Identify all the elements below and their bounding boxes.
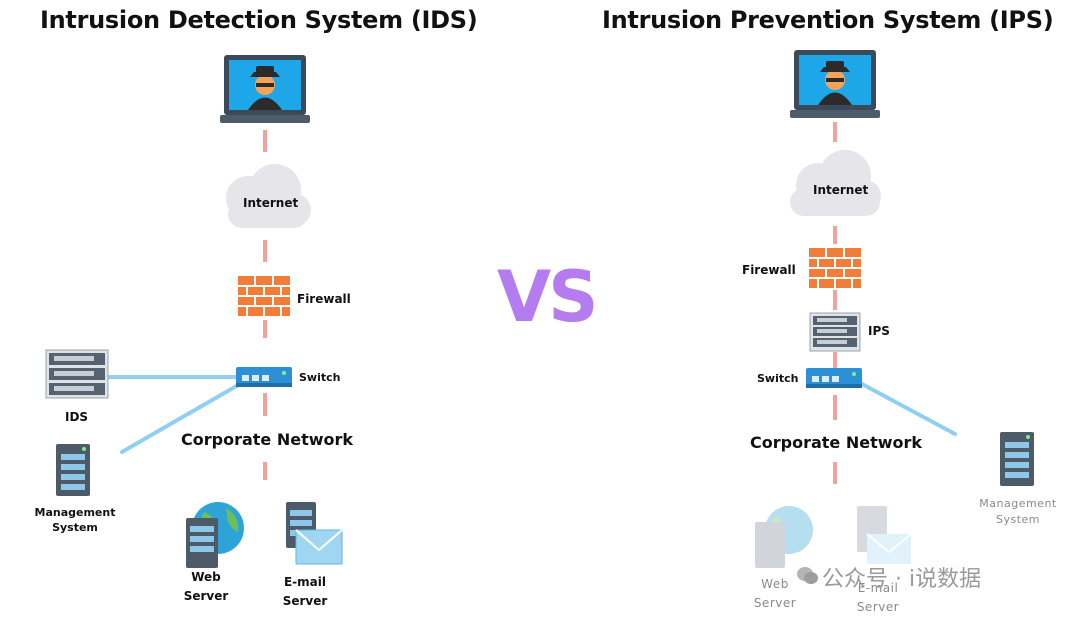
- ips-rack-icon: [809, 312, 861, 352]
- watermark-text: 公众号 · i说数据: [822, 567, 982, 592]
- firewall-icon: [238, 276, 290, 316]
- ips-label: IPS: [868, 324, 890, 338]
- switch-icon: [236, 367, 292, 387]
- ips-management-server-icon: [1000, 432, 1034, 486]
- ips-switch-label: Switch: [757, 372, 799, 385]
- ids-rack-icon: [45, 349, 109, 399]
- management-server-icon: [56, 444, 90, 496]
- ips-management-link-line: [860, 382, 957, 436]
- firewall-label: Firewall: [297, 292, 351, 306]
- management-system-label: Management System: [34, 506, 116, 534]
- ips-web-server-label: Web Server: [753, 577, 797, 610]
- ids-label: IDS: [65, 410, 89, 424]
- ips-internet-label: Internet: [813, 183, 869, 197]
- web-server-label: Web Server: [183, 570, 229, 603]
- ips-firewall-label: Firewall: [742, 263, 796, 277]
- internet-cloud-icon: [226, 164, 311, 228]
- vs-label: VS: [497, 256, 599, 338]
- ips-email-server-icon: [857, 506, 912, 564]
- wechat-icon: [796, 565, 818, 590]
- ips-internet-cloud-icon: [790, 150, 881, 216]
- ips-firewall-icon: [809, 248, 861, 288]
- ips-hacker-laptop-icon: [790, 50, 880, 118]
- hacker-laptop-icon: [220, 55, 310, 123]
- email-server-icon: [286, 502, 343, 565]
- email-server-label: E-mail Server: [282, 575, 328, 608]
- ips-web-server-icon: [755, 506, 813, 568]
- ips-email-server-label: E-mail Server: [856, 581, 900, 614]
- corporate-network-label: Corporate Network: [181, 430, 354, 449]
- ips-corporate-network-label: Corporate Network: [750, 433, 923, 452]
- web-server-icon: [186, 502, 244, 568]
- internet-label: Internet: [243, 196, 299, 210]
- switch-label: Switch: [299, 371, 341, 384]
- ips-switch-icon: [806, 368, 862, 388]
- ips-title: Intrusion Prevention System (IPS): [602, 6, 1054, 34]
- management-link-line: [120, 382, 242, 454]
- ids-title: Intrusion Detection System (IDS): [40, 6, 478, 34]
- ips-management-system-label: Management System: [979, 497, 1057, 526]
